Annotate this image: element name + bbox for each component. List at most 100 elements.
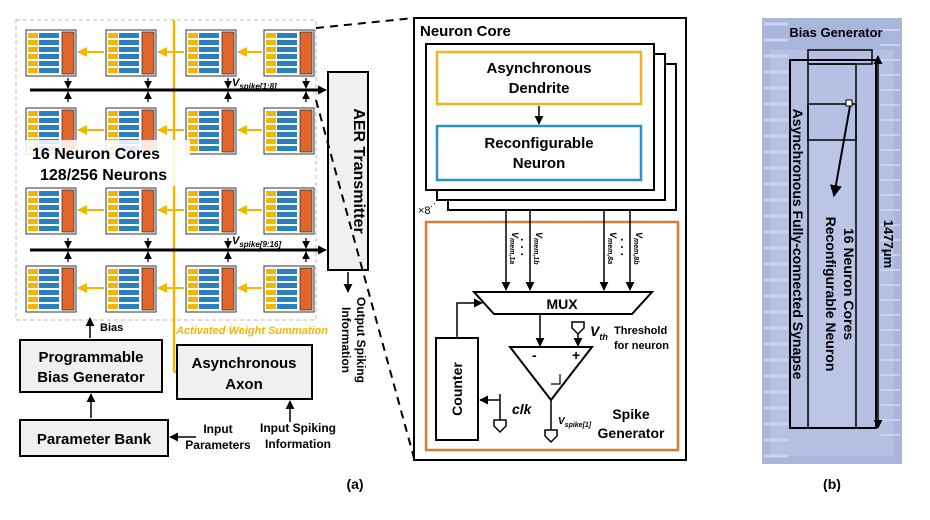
neuron-cell [61,189,75,233]
threshold-line1: Threshold [614,325,667,337]
dendrite-cell [266,125,276,130]
chip-texture [764,22,900,458]
dendrite-cell [28,118,38,123]
synapse-cell [39,111,59,116]
dendrite-cell [108,118,118,123]
synapse-cell [277,54,297,59]
dendrite-cell [28,276,38,281]
synapse-cell [119,191,139,196]
synapse-cell [199,118,219,123]
dendrite-cell [266,304,276,309]
synapse-cell [39,54,59,59]
synapse-cell [277,61,297,66]
neuron-cell [61,267,75,311]
vmem-label: Vmem,1b [532,232,544,265]
synapse-cell [277,146,297,151]
synapse-cell [39,205,59,210]
dendrite-cell [28,198,38,203]
synapse-cell [199,304,219,309]
counter-block [435,337,479,441]
synapse-cell [119,219,139,224]
clk-label: clk [512,401,533,417]
synapse-cell [39,290,59,295]
synapse-cell [199,132,219,137]
synapse-cell [277,290,297,295]
neuron-cell [221,267,235,311]
neuron-cell [299,31,313,75]
synapse-cell [199,290,219,295]
synapse-cell [199,219,219,224]
synapse-cell [119,40,139,45]
synapse-cell [277,125,297,130]
synapse-cell [39,276,59,281]
synapse-cell [199,205,219,210]
neuron-cell [299,189,313,233]
dendrite-cell [188,191,198,196]
dendrite-cell [188,68,198,73]
dendrite-cell [266,139,276,144]
dendrite-cell [266,111,276,116]
dendrite-cell [108,191,118,196]
synapse-cell [199,54,219,59]
threshold-line2: for neuron [614,340,669,352]
synapse-cell [119,304,139,309]
neuron-core [185,187,237,235]
synapse-cell [119,47,139,52]
dendrite-cell [28,269,38,274]
synapse-cell [39,47,59,52]
comparator-minus: - [532,347,537,363]
synapse-cell [277,283,297,288]
synapse-cell [277,68,297,73]
synapse-cell [277,297,297,302]
neuron-core [263,265,315,313]
synapse-cell [277,191,297,196]
neuron-cell [299,267,313,311]
synapse-cell [119,212,139,217]
dendrite-cell [188,40,198,45]
chip-core-column [807,63,857,429]
vmem-ellipsis: · · · [615,238,629,257]
neuron-cell [299,109,313,153]
synapse-cell [39,269,59,274]
dendrite-cell [28,297,38,302]
counter-label: Counter [449,362,465,416]
synapse-cell [199,40,219,45]
weight-summation-label: Activated Weight Summation [175,325,328,337]
synapse-cell [39,212,59,217]
dendrite-cell [28,111,38,116]
synapse-cell [119,198,139,203]
synapse-cell [39,61,59,66]
dendrite-cell [188,111,198,116]
reconf-neuron-line1: Reconfigurable [484,135,593,152]
chip-neuron-cores-label: 16 Neuron Cores [841,228,857,340]
dendrite-cell [188,33,198,38]
vmem-label: Vmem,8a [606,232,618,264]
synapse-cell [39,198,59,203]
dendrite-cell [28,40,38,45]
vmem-label: Vmem,1a [508,232,520,264]
synapse-cell [39,219,59,224]
synapse-cell [39,125,59,130]
caption-a: (a) [346,476,363,492]
synapse-cell [39,191,59,196]
dendrite-cell [266,33,276,38]
bias-generator-block [19,339,163,393]
dendrite-cell [266,47,276,52]
synapse-cell [39,132,59,137]
synapse-cell [119,269,139,274]
neuron-core-grid [25,29,315,313]
dendrite-cell [266,132,276,137]
clk-source-icon [493,419,507,434]
synapse-cell [119,125,139,130]
dendrite-cell [266,191,276,196]
dendrite-cell [108,297,118,302]
dendrite-cell [266,212,276,217]
input-spiking-line1: Input Spiking [260,421,336,435]
neuron-cell [221,109,235,153]
neuron-cell [141,31,155,75]
vspike-out-icon [544,429,558,444]
axon-line2: Axon [225,376,263,393]
dendrite-line1: Asynchronous [486,60,591,77]
core-array-frame [15,19,317,321]
dendrite-cell [266,54,276,59]
